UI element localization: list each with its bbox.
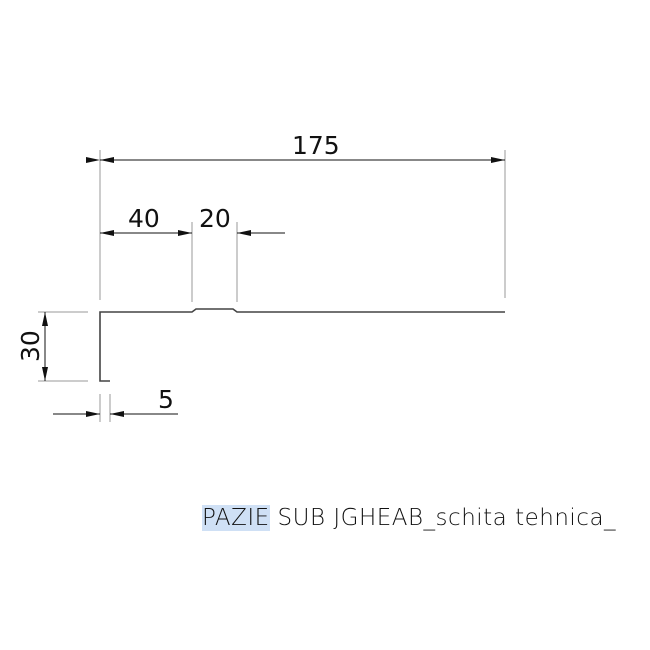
dimension-lines [42,157,505,417]
dimension-20: 20 [199,204,231,233]
dimension-40: 40 [128,204,160,233]
dimension-5: 5 [158,385,174,414]
dimension-175: 175 [292,131,340,160]
caption-highlight[interactable]: PAZIE [202,505,270,531]
profile-outline [99,308,505,382]
drawing-caption: PAZIE SUB JGHEAB_schita tehnica_ [202,505,616,531]
caption-text: SUB JGHEAB_schita tehnica_ [269,505,617,531]
dimension-30: 30 [16,330,45,362]
